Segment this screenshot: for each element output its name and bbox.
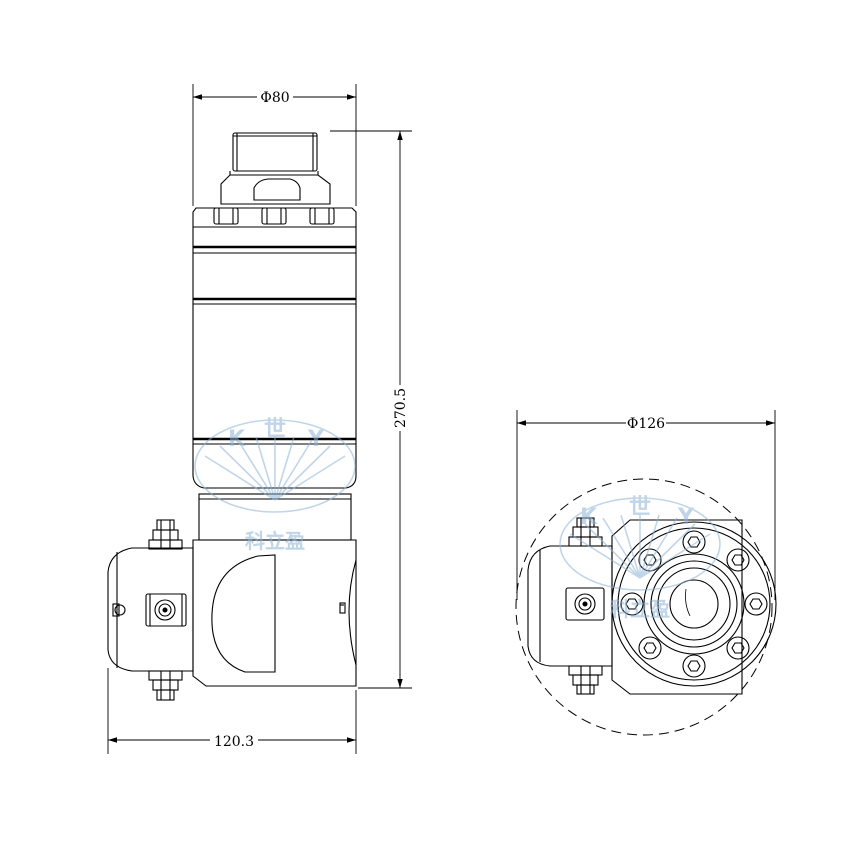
top-connector — [213, 132, 335, 225]
dim-flange-label: Φ126 — [627, 416, 665, 432]
watermark-letter-y: Y — [307, 427, 325, 452]
watermark-letter-k: K — [228, 427, 246, 452]
watermark-logo-left: K 世 Y 科立盈 — [194, 417, 356, 553]
side-can — [107, 519, 194, 701]
watermark-letter-k-right: K — [580, 505, 598, 530]
watermark-chinese-text: 科立盈 — [245, 529, 305, 553]
watermark-letter-y-right: Y — [677, 505, 695, 530]
bolt-holes — [620, 530, 768, 678]
base-housing — [192, 539, 357, 687]
front-view — [515, 478, 777, 736]
dim-total-width-label: 120.3 — [214, 734, 254, 750]
dim-height-label: 270.5 — [393, 388, 409, 428]
side-view — [107, 132, 357, 701]
watermark-brand-glyph-right: 世 — [629, 495, 651, 520]
watermark-chinese-text-right: 科立盈 — [610, 597, 670, 621]
dim-top-width-label: Φ80 — [260, 90, 289, 106]
dashed-envelope — [515, 478, 773, 736]
watermark-brand-glyph: 世 — [264, 417, 286, 442]
dimensions — [107, 84, 776, 754]
watermark-logo-right: K 世 Y 科立盈 — [559, 495, 721, 621]
dimension-labels: Φ80 270.5 120.3 Φ126 — [210, 87, 666, 750]
